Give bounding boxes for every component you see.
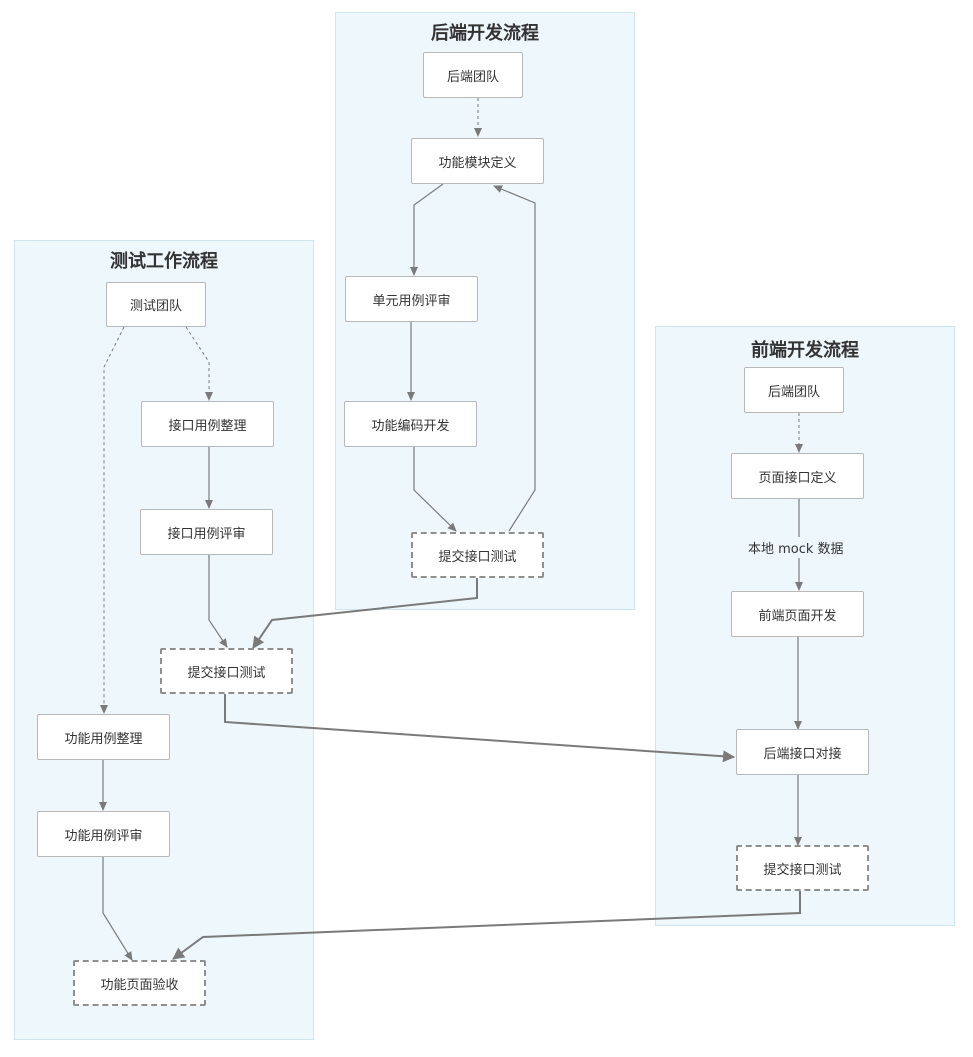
node-fe-submit-test[interactable]: 提交接口测试 [736, 845, 869, 891]
edge-api-review-to-test-submit [208, 555, 228, 648]
edge-coding-to-backend-submit [413, 447, 457, 532]
edge-fe-submit-to-acceptance [172, 891, 801, 960]
node-fe-backend-team[interactable]: 后端团队 [744, 367, 844, 413]
edge-test-submit-to-fe-integration [224, 694, 735, 763]
node-test-api-review[interactable]: 接口用例评审 [140, 509, 273, 555]
edge-label-mock-data: 本地 mock 数据 [746, 537, 846, 558]
lane-title-test: 测试工作流程 [110, 251, 218, 272]
edge-test-team-to-func-organize [100, 326, 125, 714]
edge-backend-submit-loop-to-module-def [493, 185, 536, 532]
node-backend-module-def[interactable]: 功能模块定义 [411, 138, 544, 184]
node-test-team[interactable]: 测试团队 [106, 282, 206, 327]
edge-test-team-to-api-organize [185, 326, 213, 401]
node-test-func-organize[interactable]: 功能用例整理 [37, 714, 170, 760]
node-backend-unit-review[interactable]: 单元用例评审 [345, 276, 478, 322]
node-test-submit-test[interactable]: 提交接口测试 [160, 648, 293, 694]
node-backend-team[interactable]: 后端团队 [423, 52, 523, 98]
node-backend-submit-test[interactable]: 提交接口测试 [411, 532, 544, 578]
node-backend-coding[interactable]: 功能编码开发 [344, 401, 477, 447]
node-test-acceptance[interactable]: 功能页面验收 [73, 960, 206, 1006]
lane-title-frontend: 前端开发流程 [751, 340, 859, 361]
lane-title-backend: 后端开发流程 [431, 23, 539, 44]
edge-func-review-to-acceptance [102, 857, 133, 961]
edge-module-def-to-unit-review [410, 183, 444, 276]
node-fe-page-api-def[interactable]: 页面接口定义 [731, 453, 864, 499]
node-test-func-review[interactable]: 功能用例评审 [37, 811, 170, 857]
node-fe-integration[interactable]: 后端接口对接 [736, 729, 869, 775]
node-fe-page-dev[interactable]: 前端页面开发 [731, 591, 864, 637]
node-test-api-organize[interactable]: 接口用例整理 [141, 401, 274, 447]
edge-backend-submit-to-test-submit [252, 578, 478, 649]
